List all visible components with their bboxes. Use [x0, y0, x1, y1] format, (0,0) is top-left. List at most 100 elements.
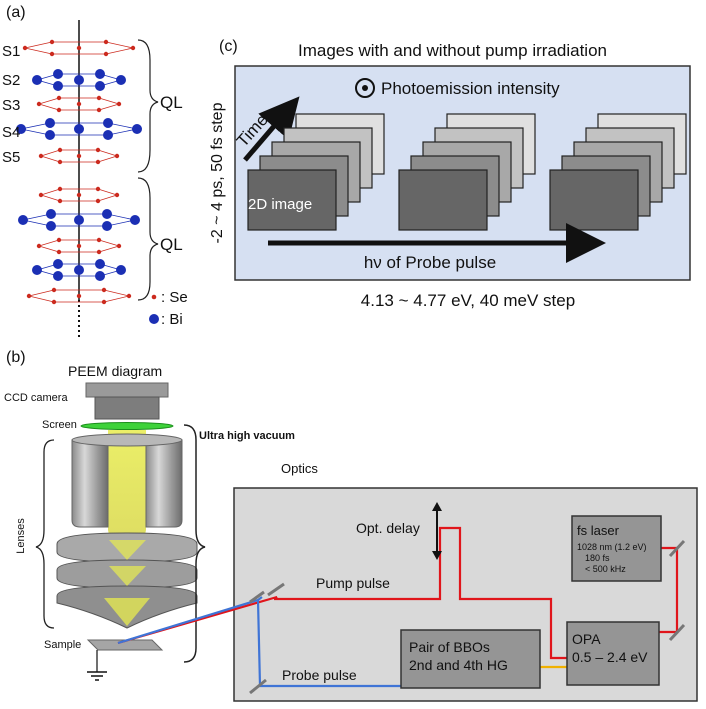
probe-label: Probe pulse — [282, 667, 357, 683]
beam-crossover-1 — [109, 540, 146, 560]
phosphor-screen — [80, 422, 174, 430]
fs-laser-box — [571, 515, 662, 582]
bi-legend-label: : Bi — [161, 311, 183, 328]
bi-atom — [116, 75, 126, 85]
sample-label: Sample — [44, 639, 81, 651]
se-atom — [56, 95, 62, 101]
se-atom — [130, 45, 136, 51]
bi-atom — [74, 215, 84, 225]
ccd-camera-top — [85, 382, 169, 398]
intensity-symbol — [355, 78, 375, 98]
ql-bracket-bottom — [137, 177, 159, 301]
energy-range-label: 4.13 ~ 4.77 eV, 40 meV step — [361, 291, 575, 310]
fs-laser-pulse-width: 180 fs — [585, 553, 610, 563]
se-atom — [76, 45, 82, 51]
bi-atom — [116, 265, 126, 275]
se-atom — [76, 293, 82, 299]
beam-crossover-2 — [109, 566, 146, 586]
se-atom — [95, 186, 101, 192]
bi-atom — [16, 124, 26, 134]
panel-a-label: (a) — [6, 4, 26, 21]
se-atom — [96, 107, 102, 113]
mirror-probe — [249, 590, 265, 604]
se-atom — [101, 287, 107, 293]
bi-atom — [74, 75, 84, 85]
se-atom — [26, 293, 32, 299]
pump-label: Pump pulse — [316, 575, 390, 591]
bi-atom — [102, 221, 112, 231]
se-atom — [51, 299, 57, 305]
se-atom — [103, 39, 109, 45]
peem-diagram: CCD camera Screen Sample Lenses Ultra hi… — [4, 382, 295, 681]
layer-label-s1: S1 — [2, 43, 20, 60]
fs-laser-wavelength: 1028 nm (1.2 eV) — [577, 542, 647, 552]
opa-box — [566, 621, 660, 686]
bi-atom — [46, 209, 56, 219]
dot-circle-center — [362, 85, 368, 91]
se-atom — [95, 198, 101, 204]
se-atom — [51, 287, 57, 293]
se-atom — [116, 243, 122, 249]
bi-atom — [45, 130, 55, 140]
se-atom — [101, 299, 107, 305]
measurement-title: Images with and without pump irradiation — [298, 41, 607, 60]
se-atom — [49, 39, 55, 45]
se-atom — [57, 159, 63, 165]
cylinder-lens-left — [71, 439, 109, 528]
se-atom — [56, 237, 62, 243]
se-atom — [36, 101, 42, 107]
pump-beam-delay-path — [274, 526, 576, 660]
bi-atom — [95, 259, 105, 269]
delay-arrow-head-up — [432, 502, 442, 511]
ql-bracket-top — [137, 39, 159, 173]
se-atom — [57, 198, 63, 204]
bi-atom — [74, 124, 84, 134]
bbo-box — [400, 629, 541, 689]
se-legend-marker — [151, 294, 157, 300]
intensity-label: Photoemission intensity — [381, 79, 560, 98]
opa-range: 0.5 – 2.4 eV — [572, 649, 648, 665]
bi-atom — [53, 259, 63, 269]
fs-laser-title: fs laser — [577, 523, 620, 538]
delay-label: Opt. delay — [356, 520, 420, 536]
bi-atom — [95, 69, 105, 79]
bi-atom — [103, 118, 113, 128]
ql-label-bottom: QL — [160, 235, 183, 254]
bi-legend-marker — [149, 314, 159, 324]
bi-atom — [45, 118, 55, 128]
opa-title: OPA — [572, 631, 601, 647]
se-atom — [22, 45, 28, 51]
bbo-line-2: 2nd and 4th HG — [409, 657, 508, 673]
se-atom — [57, 186, 63, 192]
se-atom — [38, 192, 44, 198]
bi-atom — [130, 215, 140, 225]
fs-laser-rep-rate: < 500 kHz — [585, 564, 626, 574]
cylinder-lens-rim — [71, 433, 183, 447]
cylinder-lens-right — [145, 439, 183, 528]
peem-title: PEEM diagram — [68, 363, 162, 379]
energy-axis-label: hν of Probe pulse — [364, 253, 496, 272]
bi-atom — [74, 265, 84, 275]
bi-atom — [95, 271, 105, 281]
bi-atom — [46, 221, 56, 231]
bi-atom — [53, 81, 63, 91]
se-atom — [56, 107, 62, 113]
se-atom — [116, 101, 122, 107]
se-atom — [114, 153, 120, 159]
mirror-laser-bottom — [668, 623, 686, 642]
bi-atom — [95, 81, 105, 91]
layer-labels: S1 S2 S3 S4 S5 — [2, 43, 20, 166]
se-atom — [95, 159, 101, 165]
se-atom — [38, 153, 44, 159]
image-card-stack2-5 — [398, 169, 488, 231]
image-label: 2D image — [248, 196, 312, 213]
bi-atom — [103, 130, 113, 140]
se-legend-label: : Se — [161, 289, 188, 306]
optics-title: Optics — [281, 461, 318, 476]
atomic-layers — [16, 39, 142, 305]
se-atom — [76, 192, 82, 198]
screen-label: Screen — [42, 419, 77, 431]
se-atom — [126, 293, 132, 299]
se-atom — [76, 153, 82, 159]
mirror-pump — [267, 582, 285, 597]
